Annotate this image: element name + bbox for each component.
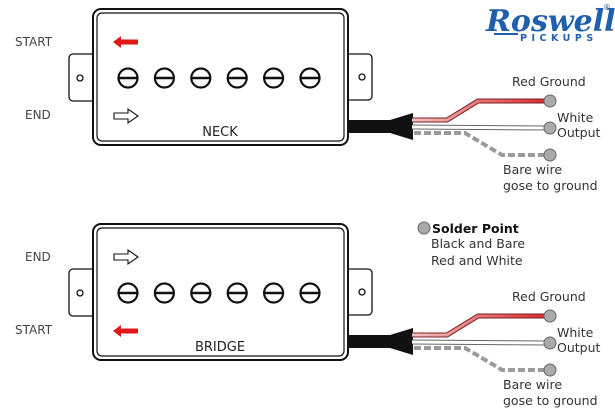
bare-wire-label-2: gose to ground bbox=[503, 178, 598, 193]
pole-piece-icon bbox=[299, 282, 321, 304]
legend: Solder Point Black and Bare Red and Whit… bbox=[417, 221, 525, 268]
solder-point-icon bbox=[543, 121, 557, 135]
legend-line-1: Black and Bare bbox=[431, 236, 525, 251]
solder-point-icon bbox=[543, 309, 557, 323]
red-left-arrow-icon bbox=[113, 36, 138, 48]
red-left-arrow-icon bbox=[113, 325, 138, 337]
screw-hole-icon bbox=[358, 73, 366, 81]
white-wire-label-1: White bbox=[557, 110, 594, 125]
pickup-bridge: END START BRIDGE Red GroundWhiteOutputBare … bbox=[15, 223, 601, 408]
pole-piece-icon bbox=[117, 282, 139, 304]
pole-piece-icon bbox=[263, 282, 285, 304]
solder-point-icon bbox=[417, 221, 431, 235]
white-right-arrow-icon bbox=[113, 248, 139, 266]
white-wire-label-1: White bbox=[557, 325, 594, 340]
pole-piece-icon bbox=[190, 67, 212, 89]
red-wire-outline bbox=[412, 98, 549, 123]
red-wire-label: Red Ground bbox=[512, 74, 586, 89]
white-wire-label-2: Output bbox=[557, 340, 601, 355]
logo-subtitle: PICKUPS bbox=[520, 33, 598, 44]
red-wire-label: Red Ground bbox=[512, 289, 586, 304]
pole-piece-icon bbox=[226, 282, 248, 304]
pickup-name: NECK bbox=[202, 125, 238, 140]
legend-title: Solder Point bbox=[432, 221, 519, 236]
pole-piece-icon bbox=[299, 67, 321, 89]
solder-point-icon bbox=[543, 148, 557, 162]
pickup-name: BRIDGE bbox=[195, 340, 245, 355]
solder-point-icon bbox=[543, 363, 557, 377]
pickup-cover-inner bbox=[96, 12, 345, 142]
bare-wire bbox=[414, 346, 549, 372]
white-wire bbox=[411, 125, 550, 130]
red-wire bbox=[412, 314, 549, 337]
bare-wire-label-2: gose to ground bbox=[503, 393, 598, 408]
cable-sleeve bbox=[390, 113, 413, 140]
logo-registered: ® bbox=[603, 3, 611, 12]
pole-piece-icon bbox=[226, 67, 248, 89]
bare-wire bbox=[414, 131, 549, 157]
screw-hole-icon bbox=[76, 289, 84, 297]
legend-line-2: Red and White bbox=[431, 253, 523, 268]
top-label: END bbox=[25, 250, 51, 264]
top-label: START bbox=[15, 35, 53, 49]
roswell-logo: Roswell ® PICKUPS bbox=[485, 3, 615, 44]
pickup-cover bbox=[92, 8, 349, 146]
screw-hole-icon bbox=[76, 74, 84, 82]
bottom-label: START bbox=[15, 323, 53, 337]
solder-point-icon bbox=[543, 94, 557, 108]
cable bbox=[348, 120, 392, 133]
white-wire-label-2: Output bbox=[557, 125, 601, 140]
solder-point-icon bbox=[543, 336, 557, 350]
red-wire-outline bbox=[412, 313, 549, 338]
white-right-arrow-icon bbox=[113, 107, 139, 125]
pole-piece-icon bbox=[263, 67, 285, 89]
pole-piece-icon bbox=[117, 67, 139, 89]
bare-wire-label-1: Bare wire bbox=[503, 377, 562, 392]
bare-wire-label-1: Bare wire bbox=[503, 162, 562, 177]
cable bbox=[348, 335, 392, 348]
pickup-cover bbox=[92, 223, 349, 361]
pole-piece-icon bbox=[153, 282, 175, 304]
white-wire bbox=[411, 340, 550, 345]
pole-piece-icon bbox=[153, 67, 175, 89]
screw-hole-icon bbox=[358, 288, 366, 296]
logo-underline bbox=[494, 33, 518, 35]
cable-sleeve bbox=[390, 328, 413, 355]
red-wire bbox=[412, 99, 549, 122]
pickup-cover-inner bbox=[96, 227, 345, 357]
bottom-label: END bbox=[25, 108, 51, 122]
pole-piece-icon bbox=[190, 282, 212, 304]
